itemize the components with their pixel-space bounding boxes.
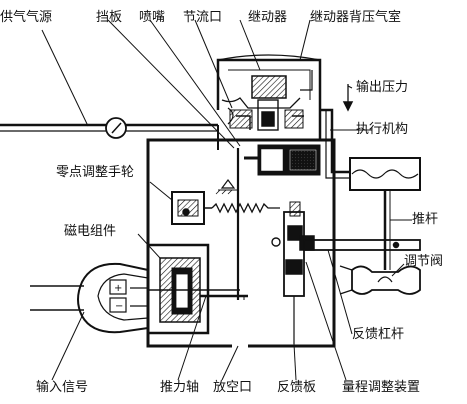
input-connector xyxy=(77,262,149,334)
label-push-rod: 推杆 xyxy=(412,212,439,227)
label-input-signal: 输入信号 xyxy=(36,380,89,395)
label-nozzle: 喷嘴 xyxy=(139,10,166,25)
label-relay-back-chamber: 继动器背压气室 xyxy=(310,10,402,25)
feedback-plate xyxy=(283,211,305,297)
label-vent: 放空口 xyxy=(213,380,253,395)
label-supply-air: 供气气源 xyxy=(0,10,53,25)
svg-text:−: − xyxy=(115,301,123,312)
label-thrust-shaft: 推力轴 xyxy=(160,380,200,395)
svg-text:+: + xyxy=(114,283,122,294)
zero-spring xyxy=(211,202,280,214)
label-zero-knob: 零点调整手轮 xyxy=(56,165,135,180)
label-baffle: 挡板 xyxy=(96,10,123,25)
label-range-adjust: 量程调整装置 xyxy=(342,380,421,395)
label-control-valve: 调节阀 xyxy=(404,254,444,269)
feedback-lever xyxy=(303,239,421,251)
label-orifice: 节流口 xyxy=(183,10,223,25)
label-output-pressure: 输出压力 xyxy=(356,80,409,95)
label-magnet-assembly: 磁电组件 xyxy=(64,224,117,239)
label-feedback-plate: 反馈板 xyxy=(277,380,317,395)
label-feedback-lever: 反馈杠杆 xyxy=(352,327,405,342)
label-relay: 继动器 xyxy=(248,10,288,25)
magnet-assembly xyxy=(146,243,210,335)
control-valve xyxy=(351,265,421,295)
label-actuator: 执行机构 xyxy=(356,122,409,137)
actuator xyxy=(349,157,421,191)
